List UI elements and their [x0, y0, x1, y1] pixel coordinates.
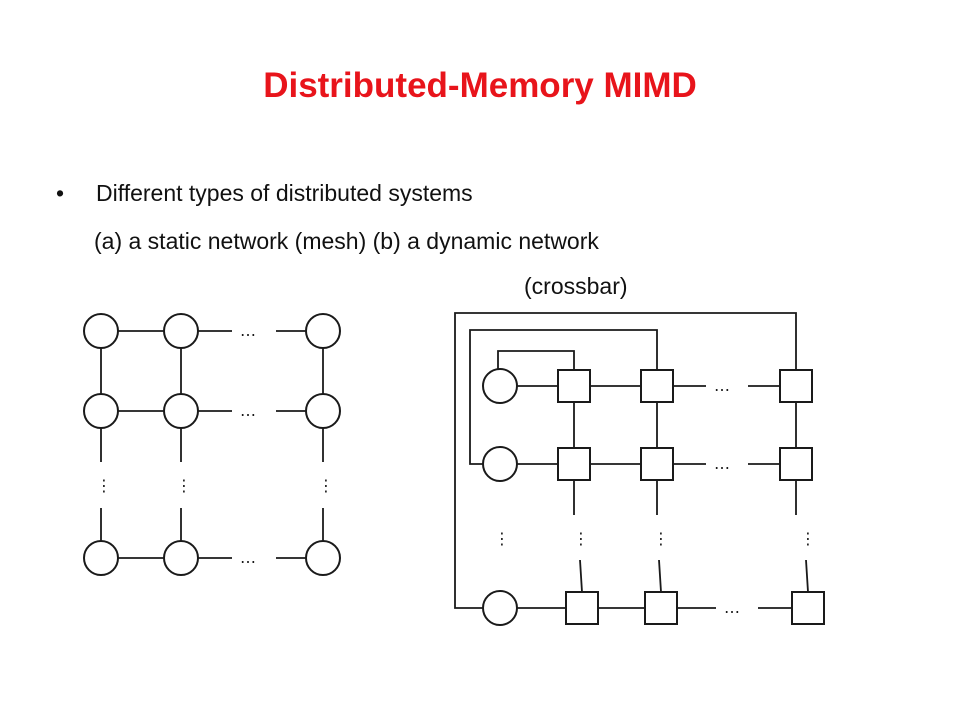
mesh-vertical-ellipsis: ⋮: [176, 476, 192, 495]
crossbar-horizontal-ellipsis: …: [714, 376, 730, 395]
processor-node-circle: [482, 590, 518, 626]
crossbar-vertical-ellipsis: ⋮: [653, 529, 669, 548]
crossbar-wire: [658, 559, 662, 593]
slide-title: Distributed-Memory MIMD: [263, 66, 697, 105]
switch-node-square: [565, 591, 599, 625]
processor-node-circle: [83, 393, 119, 429]
caption-continuation: (crossbar): [524, 273, 628, 299]
processor-node-circle: [305, 313, 341, 349]
mesh-horizontal-ellipsis: …: [240, 401, 256, 420]
switch-node-square: [557, 369, 591, 403]
crossbar-feedback-wire: [469, 329, 658, 465]
crossbar-horizontal-ellipsis: …: [724, 598, 740, 617]
crossbar-feedback-wire: [497, 350, 575, 370]
mesh-vertical-ellipsis: ⋮: [96, 476, 112, 495]
switch-node-square: [779, 447, 813, 481]
processor-node-circle: [163, 393, 199, 429]
processor-node-circle: [305, 393, 341, 429]
switch-node-square: [640, 447, 674, 481]
crossbar-vertical-ellipsis: ⋮: [494, 529, 510, 548]
crossbar-network-diagram: ⋮ ⋮ ⋮ ⋮ … … …: [454, 312, 825, 626]
switch-node-square: [640, 369, 674, 403]
bullet-text: Different types of distributed systems: [96, 180, 473, 206]
crossbar-feedback-wire: [454, 312, 797, 609]
mesh-horizontal-ellipsis: …: [240, 548, 256, 567]
crossbar-wire: [579, 559, 583, 593]
switch-node-square: [779, 369, 813, 403]
crossbar-horizontal-ellipsis: …: [714, 454, 730, 473]
processor-node-circle: [163, 540, 199, 576]
crossbar-vertical-ellipsis: ⋮: [800, 529, 816, 548]
crossbar-wire: [805, 559, 809, 593]
processor-node-circle: [482, 368, 518, 404]
switch-node-square: [791, 591, 825, 625]
bullet-marker: •: [56, 180, 65, 206]
switch-node-square: [557, 447, 591, 481]
mesh-network-diagram: ⋮ ⋮ ⋮ … … …: [83, 313, 341, 576]
processor-node-circle: [482, 446, 518, 482]
caption-line: (a) a static network (mesh) (b) a dynami…: [94, 228, 599, 254]
switch-node-square: [644, 591, 678, 625]
processor-node-circle: [305, 540, 341, 576]
mesh-horizontal-ellipsis: …: [240, 321, 256, 340]
mesh-vertical-ellipsis: ⋮: [318, 476, 334, 495]
processor-node-circle: [163, 313, 199, 349]
processor-node-circle: [83, 313, 119, 349]
processor-node-circle: [83, 540, 119, 576]
crossbar-vertical-ellipsis: ⋮: [573, 529, 589, 548]
